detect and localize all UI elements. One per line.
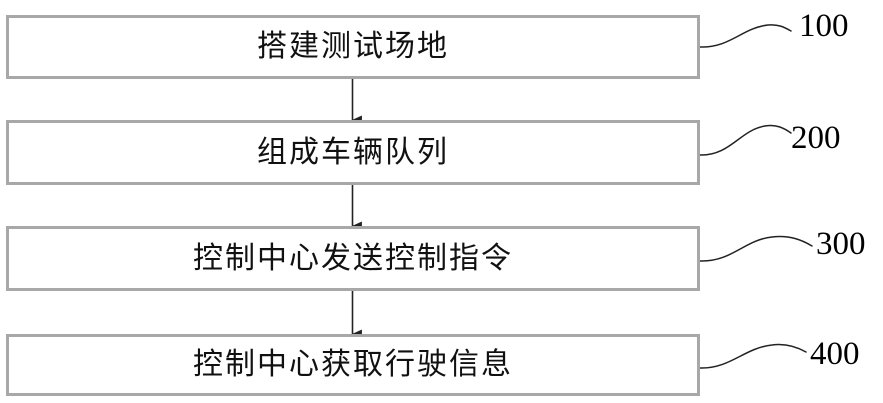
step-label: 控制中心发送控制指令 xyxy=(193,241,513,275)
leader-line-200 xyxy=(699,124,792,156)
reference-number-300: 300 xyxy=(816,226,866,262)
leader-line-300 xyxy=(699,235,813,262)
reference-number-100: 100 xyxy=(799,8,849,44)
leader-line-400 xyxy=(699,343,807,369)
step-label: 组成车辆队列 xyxy=(257,135,449,169)
process-box-step-100[interactable]: 搭建测试场地 xyxy=(6,15,700,79)
process-box-step-200[interactable]: 组成车辆队列 xyxy=(6,120,700,185)
process-box-step-400[interactable]: 控制中心获取行驶信息 xyxy=(6,334,700,396)
step-label: 控制中心获取行驶信息 xyxy=(193,348,513,381)
reference-number-400: 400 xyxy=(810,336,860,372)
step-label: 搭建测试场地 xyxy=(257,30,449,63)
leader-line-100 xyxy=(699,24,792,48)
process-box-step-300[interactable]: 控制中心发送控制指令 xyxy=(6,226,700,291)
reference-number-200: 200 xyxy=(791,120,841,156)
